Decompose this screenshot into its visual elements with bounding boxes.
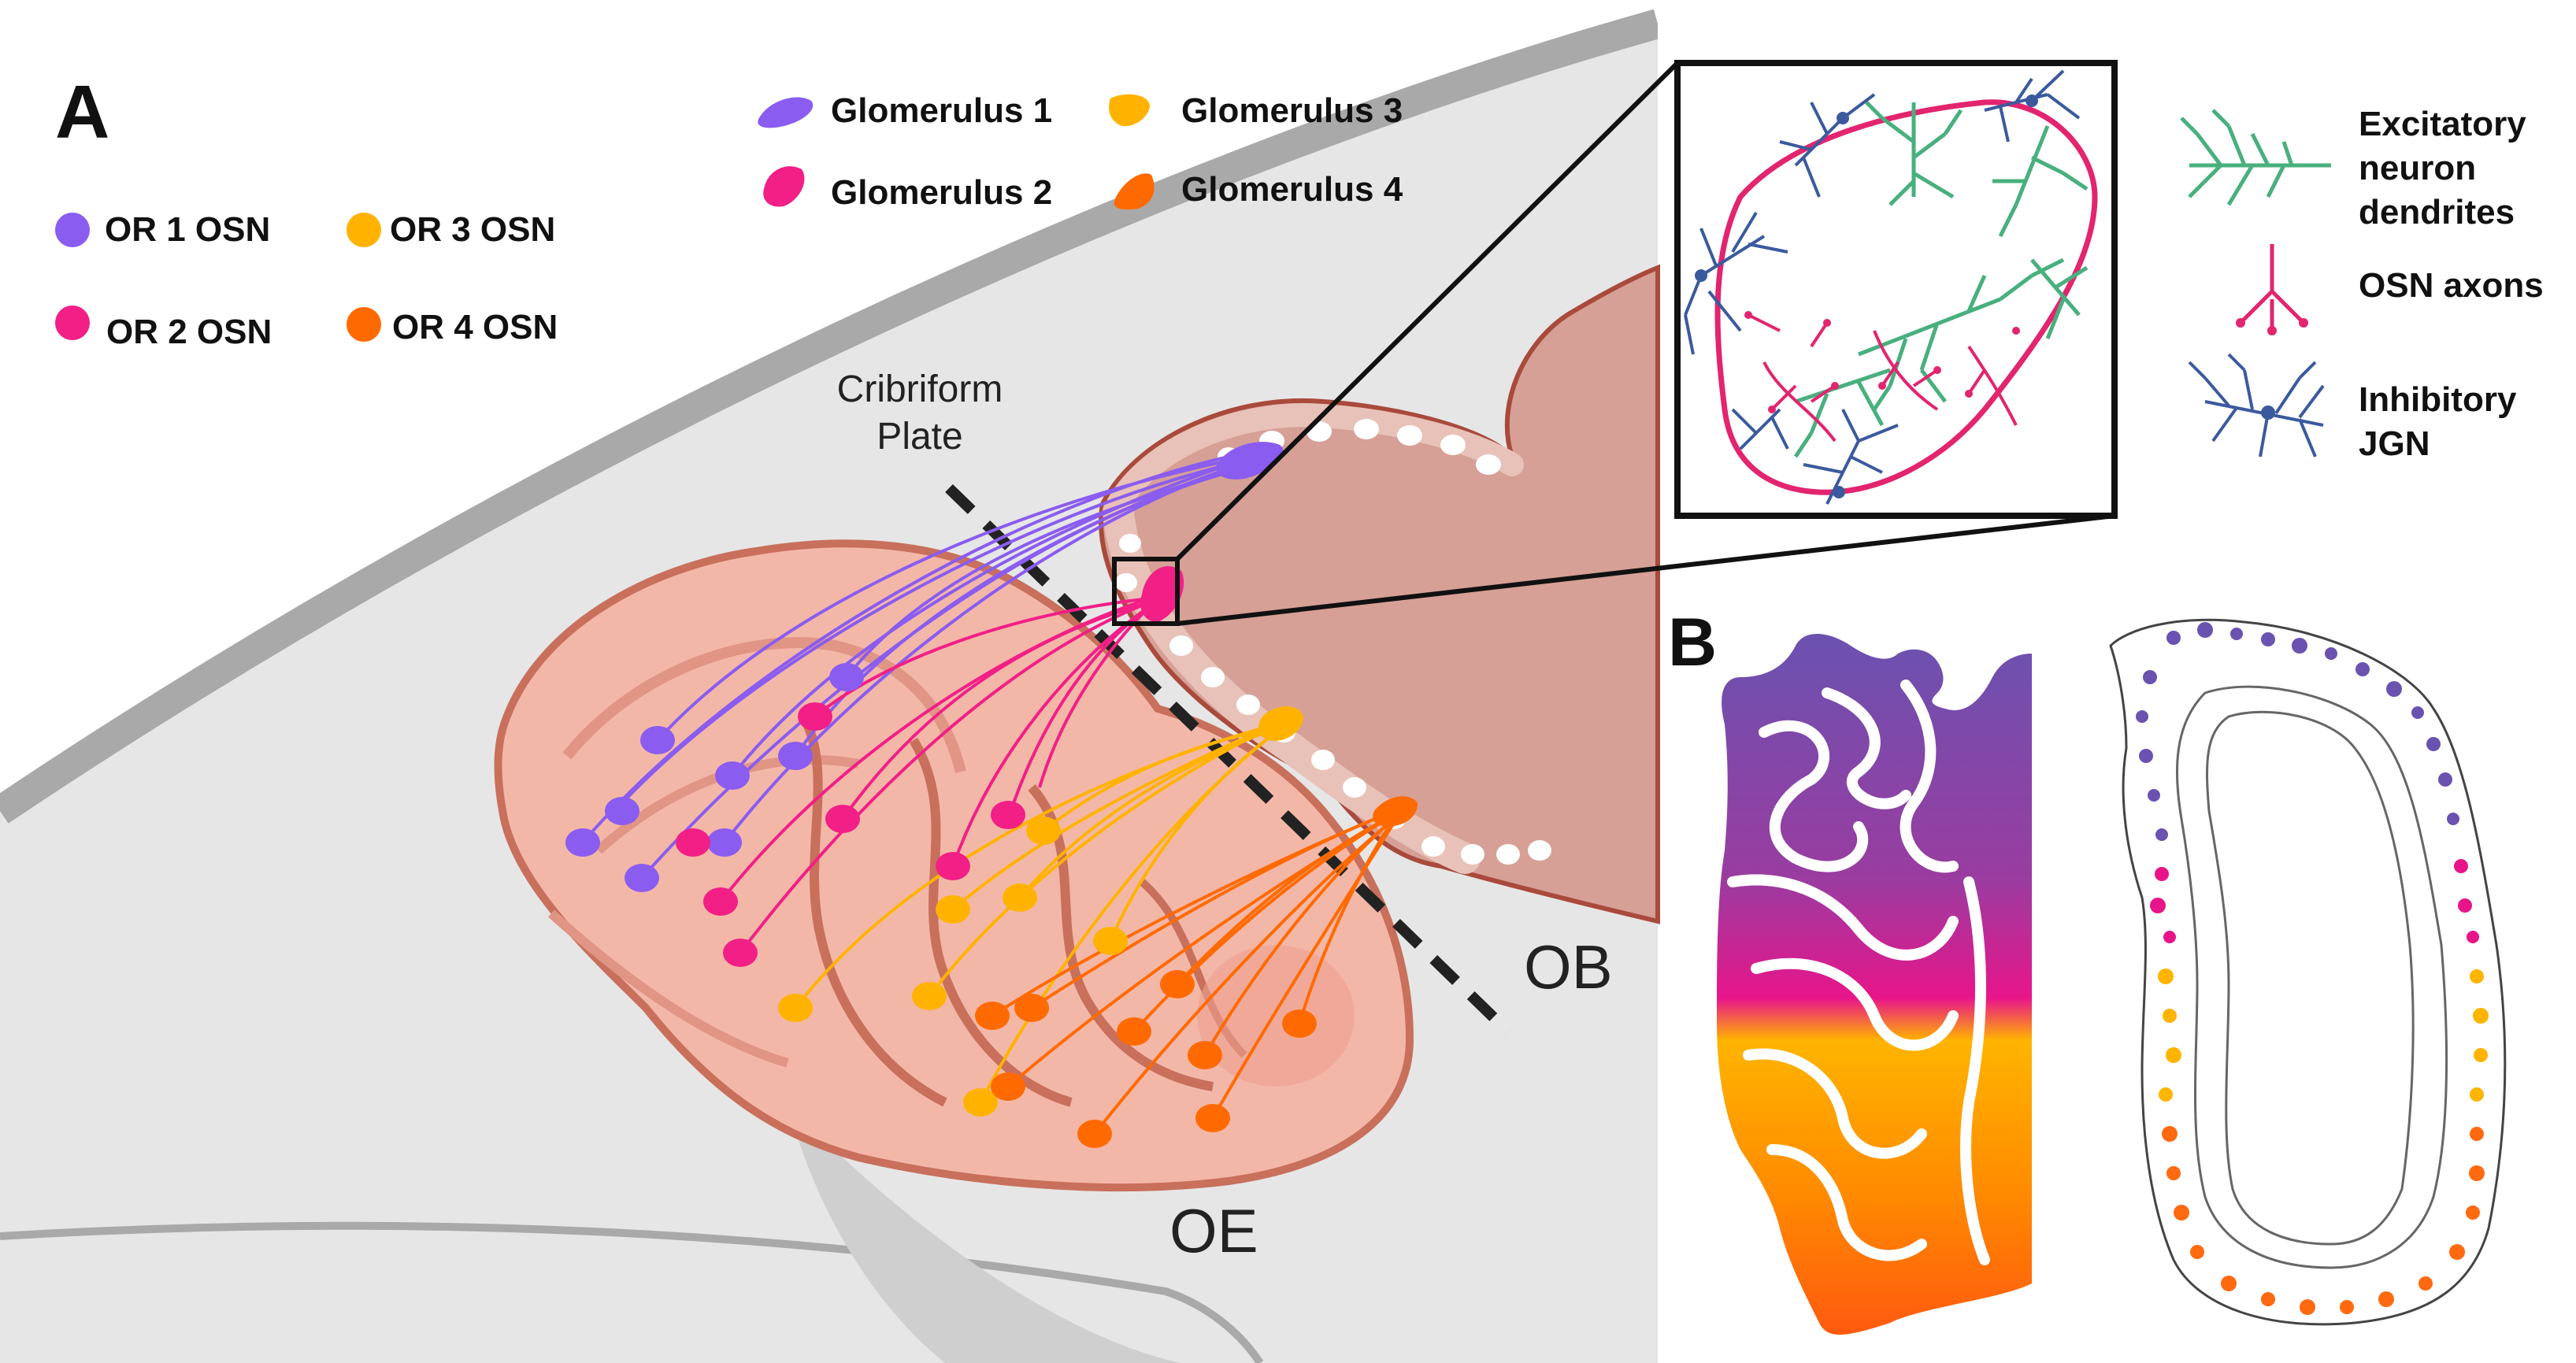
osn-axon-icon — [2239, 244, 2305, 331]
or3-osn-swatch — [347, 213, 381, 247]
inhibitory-label-line2: JGN — [2359, 424, 2430, 463]
inset-inhibitory-jgn — [1684, 69, 2081, 505]
panel-a-letter: A — [55, 70, 109, 154]
osn-cell-bodies-or4 — [975, 970, 1317, 1148]
glomerulus-3-swatch — [1109, 94, 1150, 127]
osn-legend: OR 1 OSN OR 3 OSN OR 2 OSN OR 4 OSN — [55, 210, 558, 351]
osn-cell-bodies-or2 — [676, 702, 1025, 967]
ob-map-dots-magenta — [2150, 859, 2479, 943]
inhibitory-jgn-soma-icon — [2261, 406, 2275, 420]
glomerulus-4-swatch — [1114, 173, 1155, 210]
glomerulus-2-swatch — [763, 166, 805, 207]
excitatory-label-line2: neuron — [2359, 149, 2476, 187]
or4-osn-label: OR 4 OSN — [392, 308, 558, 346]
panel-b-ob-map — [2109, 618, 2507, 1326]
ob-label: OB — [1524, 932, 1613, 1002]
osn-cell-bodies-or3 — [778, 817, 1128, 1117]
cribriform-label-line2: Plate — [877, 416, 962, 457]
turbinate-cavities — [1727, 680, 1990, 1265]
glomerulus-legend: Glomerulus 1 Glomerulus 3 Glomerulus 2 G… — [758, 91, 1403, 212]
glomerulus-3-label: Glomerulus 3 — [1181, 91, 1403, 130]
glomerulus-1-swatch — [758, 97, 814, 128]
osn-cell-bodies-or1 — [565, 663, 864, 892]
osn-projections-or1 — [581, 455, 1229, 880]
oe-label: OE — [1169, 1196, 1258, 1265]
panel-b-letter: B — [1668, 605, 1717, 680]
or1-osn-swatch — [55, 213, 90, 247]
or2-osn-swatch — [55, 306, 90, 340]
zoom-connector-bottom — [1177, 513, 2115, 626]
panel-b-turbinate-gradient — [1717, 634, 2032, 1335]
osn-axons-label: OSN axons — [2359, 266, 2544, 305]
ob-map-dots-yellow — [2158, 969, 2489, 1102]
osn-axon-terminals — [2236, 318, 2308, 335]
glomerulus-inset — [1674, 60, 2118, 519]
osn-projections-or3 — [794, 723, 1277, 1103]
glomerulus-1-label: Glomerulus 1 — [831, 91, 1052, 130]
or3-osn-label: OR 3 OSN — [390, 210, 555, 249]
glomerulus-2-shape — [1140, 566, 1184, 622]
or2-osn-label: OR 2 OSN — [106, 313, 272, 351]
glomerulus-2-label: Glomerulus 2 — [831, 173, 1052, 212]
ob-map-dots-purple — [2136, 622, 2459, 841]
zoom-box — [1112, 557, 1180, 626]
ob-map-dots-orange — [2162, 1126, 2485, 1315]
glomerulus-4-label: Glomerulus 4 — [1181, 170, 1403, 209]
excitatory-label-line3: dendrites — [2359, 193, 2515, 231]
inhibitory-label-line1: Inhibitory — [2359, 380, 2517, 419]
cribriform-plate-line — [945, 483, 1512, 1036]
inset-excitatory-dendrites — [1793, 101, 2089, 458]
glomerulus-4-shape — [1373, 796, 1418, 827]
excitatory-dendrite-icon — [2180, 109, 2331, 206]
or4-osn-swatch — [347, 307, 381, 342]
osn-projections-or4 — [991, 809, 1395, 1135]
glomerulus-3-shape — [1258, 706, 1303, 741]
zoom-connector-top — [1175, 61, 1680, 561]
excitatory-label-line1: Excitatory — [2359, 105, 2526, 143]
or1-osn-label: OR 1 OSN — [105, 210, 270, 249]
cribriform-label-line1: Cribriform — [837, 369, 1003, 410]
inset-osn-axons — [1748, 313, 2018, 443]
inhibitory-jgn-icon — [2188, 353, 2325, 457]
